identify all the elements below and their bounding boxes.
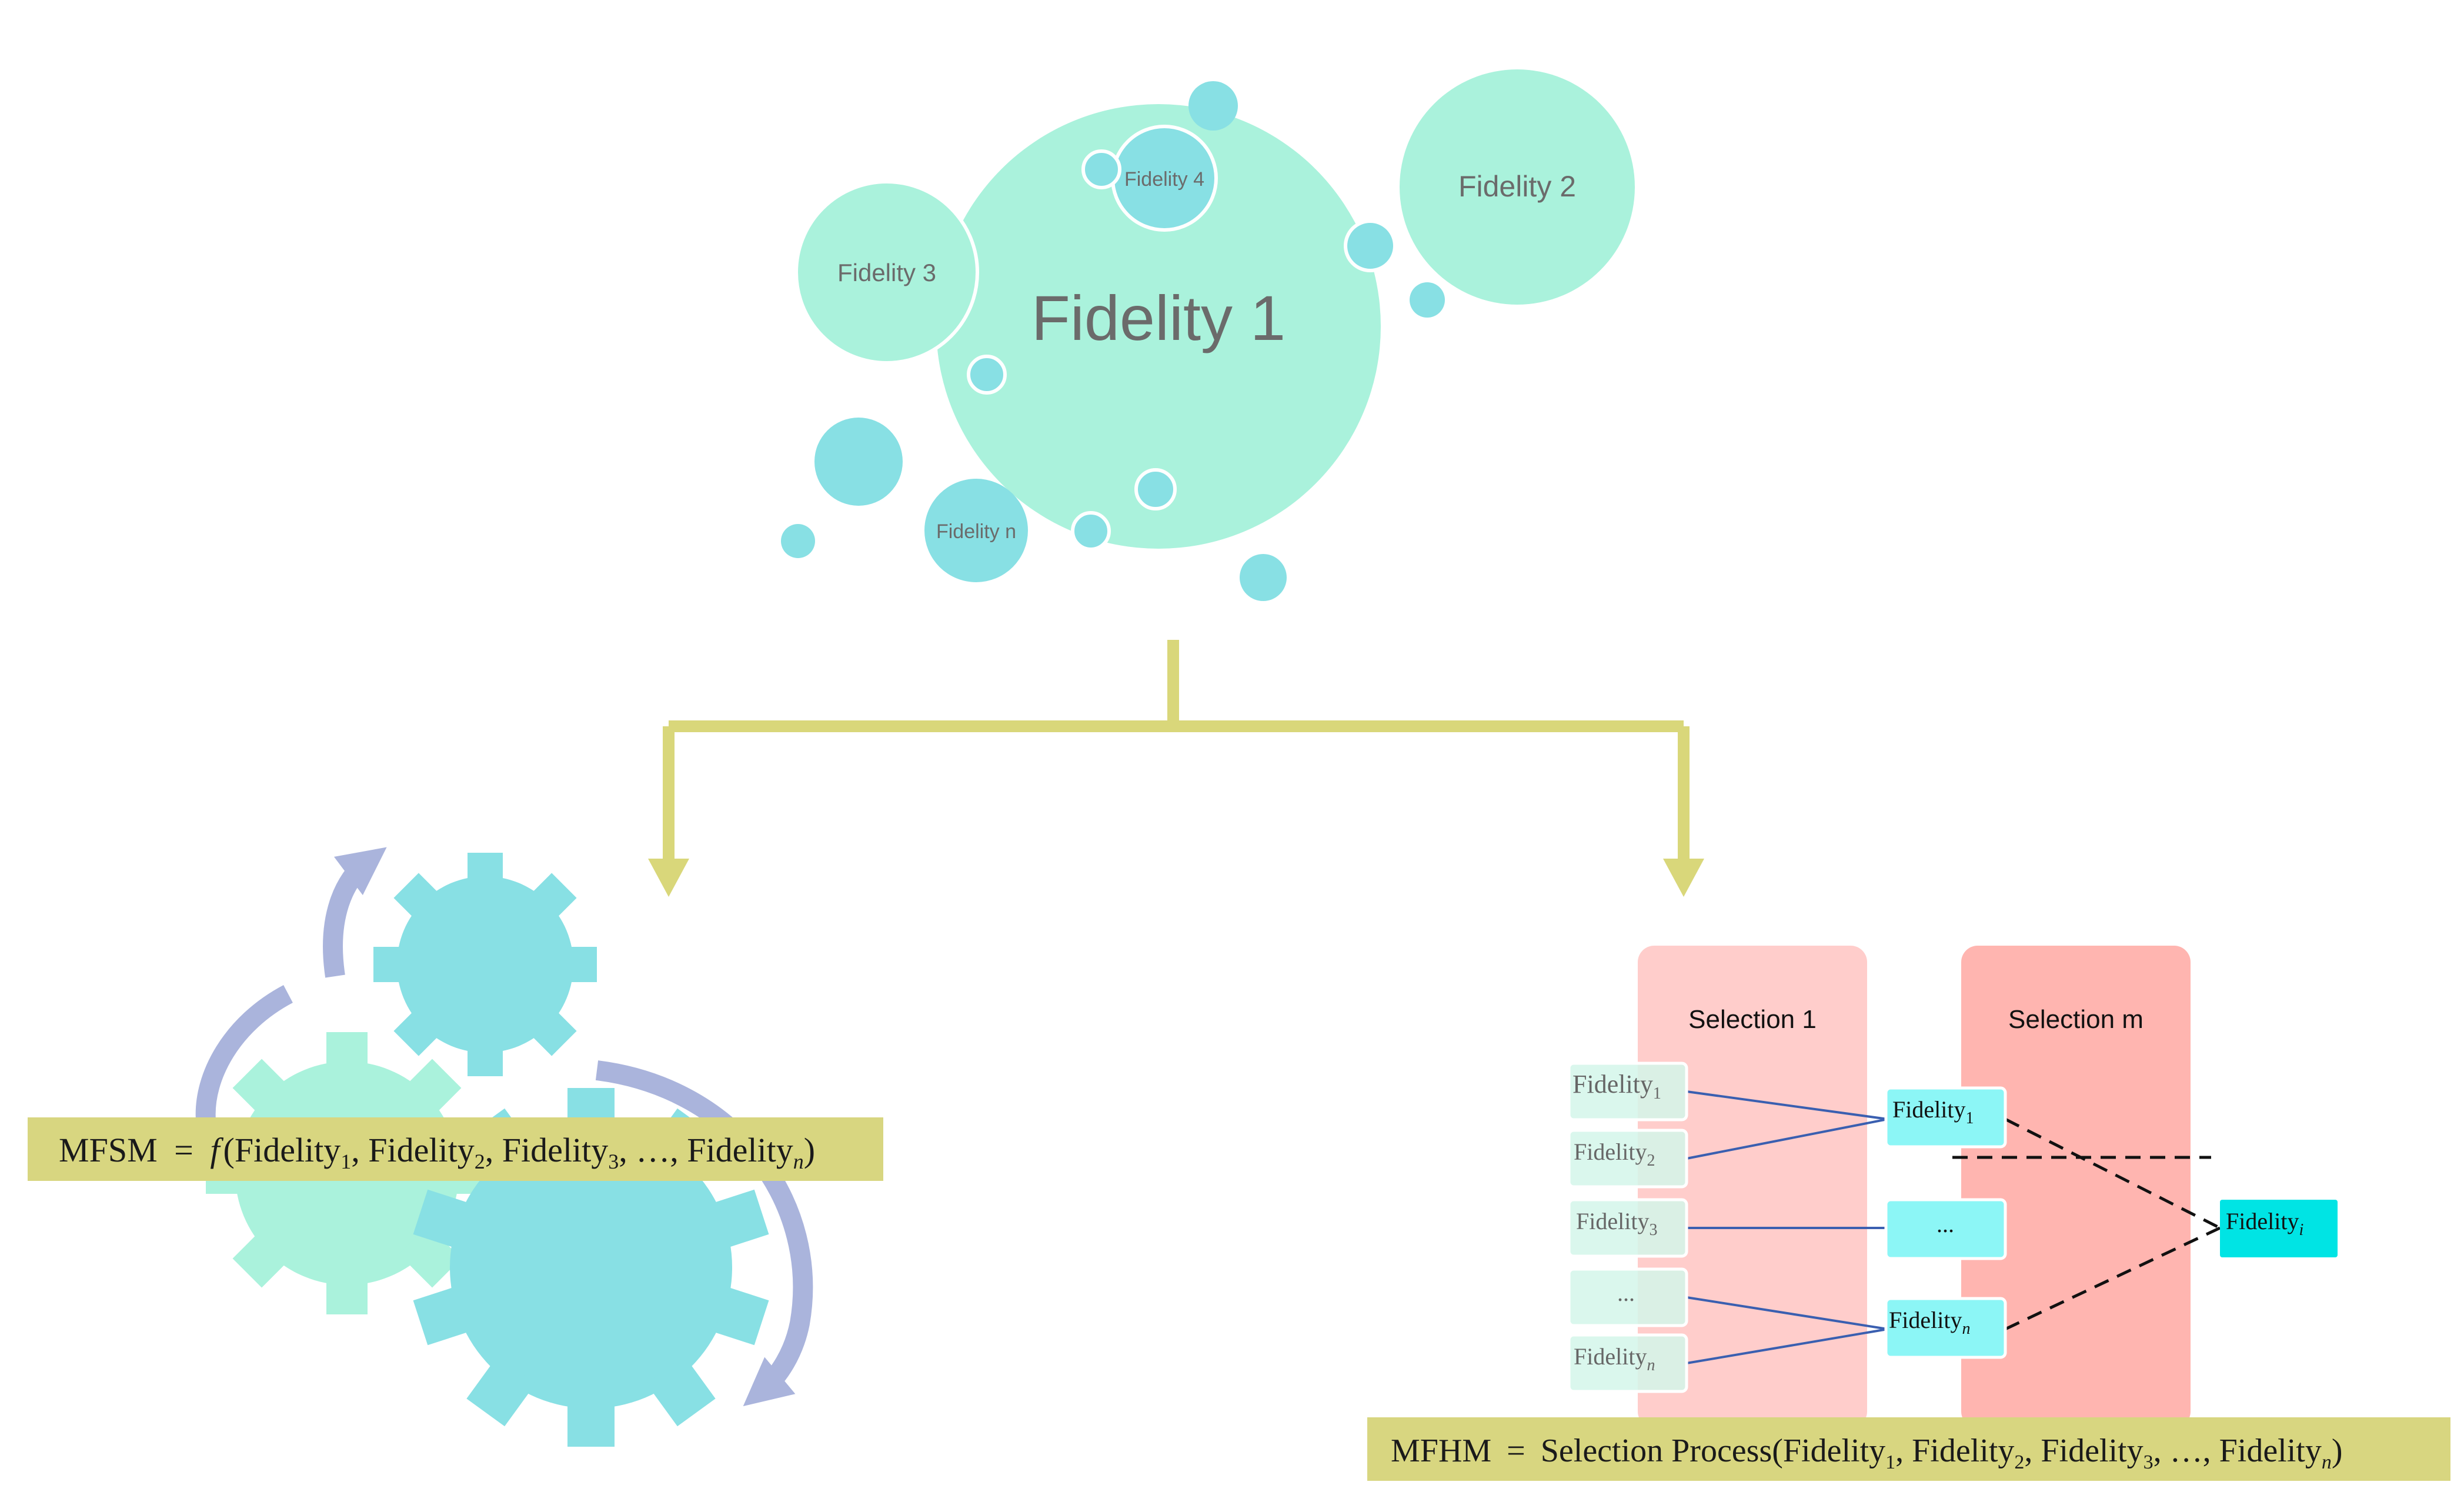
bubble-small (1410, 282, 1445, 318)
mid-box-1 (1884, 1086, 2007, 1149)
mfsm-term-2: Fidelity (368, 1131, 474, 1169)
bubble-label-fidelity-n: Fidelity n (936, 520, 1016, 543)
fidelity-bubble-cluster: Fidelity 1 Fidelity 2 Fidelity 3 Fidelit… (781, 69, 1635, 601)
left-box-n (1567, 1333, 1688, 1393)
left-label-ellipsis: ... (1617, 1280, 1635, 1306)
mfhm-term-3: Fidelity (2041, 1433, 2143, 1469)
mfhm-sub-1: 1 (1885, 1451, 1895, 1473)
left-fidelity-boxes: Fidelity1 Fidelity2 Fidelity3 ... Fideli… (1567, 1062, 1688, 1393)
mid-label-n: Fidelityn (1889, 1307, 1970, 1338)
bubble-fidelity-3 (794, 180, 979, 365)
mfsm-lhs: MFSM (59, 1131, 158, 1169)
mfhm-formula-text: MFHM = Selection Process(Fidelity1, Fide… (1391, 1433, 2343, 1473)
left-box-2 (1567, 1129, 1688, 1189)
bubble-small (781, 524, 815, 558)
bubble-small (1344, 219, 1397, 272)
cycle-arrow-top (323, 847, 387, 978)
mfhm-sub-3: 3 (2144, 1451, 2154, 1473)
mfsm-sub-3: 3 (608, 1150, 619, 1173)
bubble-small (1188, 81, 1238, 131)
left-label-2: Fidelity2 (1574, 1139, 1655, 1170)
bubble-small (1071, 511, 1111, 551)
cycle-arrow-left (195, 984, 293, 1122)
arrowhead-left (648, 859, 689, 897)
bubble-small (1134, 468, 1177, 510)
middle-fidelity-boxes: Fidelity1 ... Fidelityn (1884, 1086, 2007, 1359)
bubble-label-fidelity-3: Fidelity 3 (837, 259, 936, 286)
cycle-arrow-right (595, 1060, 813, 1407)
mid-label-ellipsis: ... (1937, 1211, 1954, 1237)
final-fidelity-box (2220, 1200, 2338, 1257)
selection-m-column (1961, 946, 2191, 1428)
left-box-1 (1567, 1062, 1688, 1122)
gear-cyan-small (373, 853, 597, 1076)
mfhm-sub-n: n (2322, 1451, 2332, 1473)
bubble-label-fidelity-2: Fidelity 2 (1458, 170, 1576, 203)
branch-arrows (663, 640, 1690, 859)
mfsm-sub-2: 2 (475, 1150, 485, 1173)
selection-diagram: Selection 1 Selection m Fidelity1 Fideli… (1567, 946, 2338, 1428)
selection-connectors (1686, 1090, 1888, 1364)
mid-box-n (1884, 1297, 2007, 1359)
selection-1-column (1638, 946, 1867, 1428)
mfhm-sub-2: 2 (2014, 1451, 2024, 1473)
mfhm-formula-bg (1367, 1417, 2450, 1481)
bubble-label-fidelity-1: Fidelity 1 (1031, 282, 1286, 353)
bubble-small (967, 355, 1007, 395)
mfhm-ellipsis: … (2170, 1433, 2203, 1469)
mfsm-formula: MFSM = f(Fidelity1, Fidelity2, Fidelity3… (28, 1117, 883, 1181)
mfsm-sub-n: n (793, 1150, 804, 1173)
mfhm-term-1: Fidelity (1783, 1433, 1885, 1469)
mfsm-eq: = (174, 1131, 193, 1169)
left-label-1: Fidelity1 (1572, 1070, 1661, 1103)
mfhm-lhs: MFHM (1391, 1433, 1491, 1469)
mfhm-term-n: Fidelity (2219, 1433, 2322, 1469)
left-label-3: Fidelity3 (1576, 1208, 1657, 1239)
left-box-3 (1567, 1198, 1688, 1258)
mfsm-formula-bg (28, 1117, 883, 1181)
left-box-ellipsis (1567, 1267, 1688, 1327)
mfsm-sub-1: 1 (340, 1150, 351, 1173)
arrowhead-right (1663, 859, 1704, 897)
mfhm-term-2: Fidelity (1912, 1433, 2014, 1469)
mid-label-1: Fidelity1 (1892, 1096, 1974, 1127)
mfsm-term-n: Fidelity (687, 1131, 793, 1169)
selection-1-label: Selection 1 (1688, 1005, 1817, 1034)
selection-m-label: Selection m (2008, 1005, 2144, 1034)
left-label-n: Fidelityn (1574, 1343, 1655, 1374)
mfsm-ellipsis: … (636, 1131, 670, 1169)
mfhm-fn: Selection Process (1541, 1433, 1772, 1469)
bubble-fidelity-2 (1400, 69, 1635, 305)
selection-dashed-connectors (1952, 1117, 2221, 1331)
mfhm-formula: MFHM = Selection Process(Fidelity1, Fide… (1367, 1417, 2450, 1481)
bubble-small (1081, 149, 1121, 189)
final-fidelity-label: Fidelityi (2226, 1208, 2303, 1239)
mid-box-ellipsis (1884, 1198, 2007, 1260)
mfsm-term-1: Fidelity (235, 1131, 340, 1169)
bubble-label-fidelity-4: Fidelity 4 (1124, 168, 1204, 191)
mfhm-eq: = (1507, 1433, 1525, 1469)
bubble-fidelity-1 (936, 104, 1381, 549)
mfsm-formula-text: MFSM = f(Fidelity1, Fidelity2, Fidelity3… (59, 1131, 815, 1173)
bubble-small (1240, 554, 1287, 601)
bubble-fidelity-n (924, 479, 1028, 582)
bubble-small (814, 418, 903, 506)
mfsm-term-3: Fidelity (502, 1131, 608, 1169)
